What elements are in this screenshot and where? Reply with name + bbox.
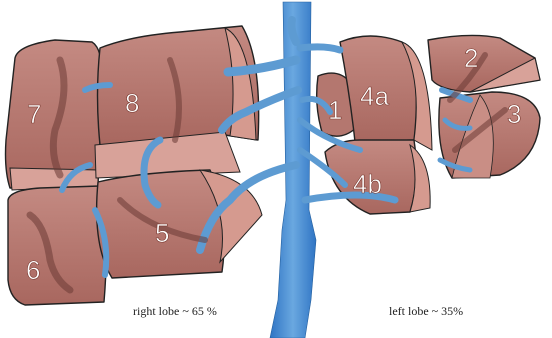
segment-label-2: 2 [464, 43, 478, 73]
left-lobe-caption: left lobe ~ 35% [389, 304, 463, 318]
segment-label-7: 7 [27, 99, 41, 129]
segment-label-4a: 4a [360, 81, 389, 111]
right-lobe-caption: right lobe ~ 65 % [133, 304, 217, 318]
segment-label-8: 8 [125, 88, 139, 118]
segment-label-6: 6 [26, 255, 40, 285]
segment-label-1: 1 [328, 95, 342, 125]
segment-label-4b: 4b [353, 169, 382, 199]
segment-6 [8, 186, 106, 305]
segment-label-3: 3 [507, 99, 521, 129]
segment-label-5: 5 [155, 218, 169, 248]
